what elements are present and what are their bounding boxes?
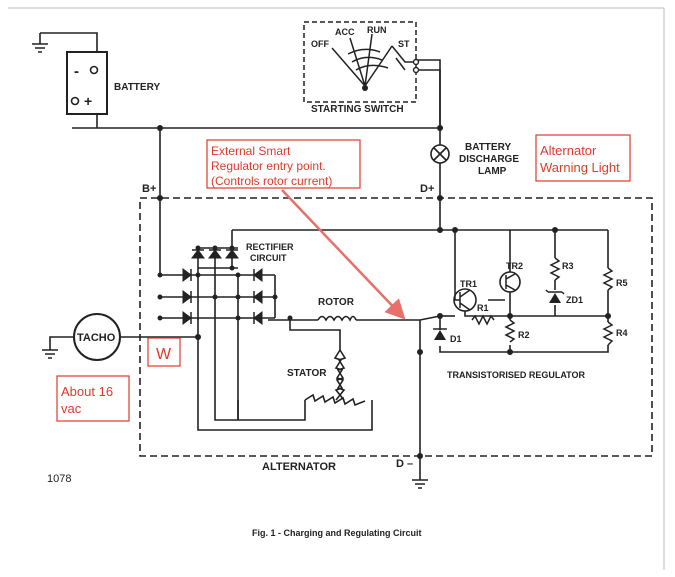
- d1-label: D1: [450, 334, 462, 344]
- regulator-components: [433, 257, 614, 346]
- tr2-label: TR2: [506, 261, 523, 271]
- switch-st: ST: [398, 39, 410, 49]
- rotor-label: ROTOR: [318, 297, 355, 308]
- w-terminal-label: W: [156, 346, 172, 363]
- warning-light-line-2: Warning Light: [540, 160, 620, 175]
- battery: [66, 51, 108, 115]
- switch-label: STARTING SWITCH: [311, 104, 404, 115]
- tacho-voltage-line-2: vac: [61, 401, 82, 416]
- regulator-label: TRANSISTORISED REGULATOR: [447, 370, 586, 380]
- rectifier-label-1: RECTIFIER: [246, 242, 294, 252]
- stator-label: STATOR: [287, 368, 327, 379]
- lamp-label-3: LAMP: [478, 166, 507, 177]
- switch-run: RUN: [367, 25, 387, 35]
- terminal-d-plus: D+: [420, 183, 434, 195]
- terminal-b-plus: B+: [142, 183, 156, 195]
- lamp-label-2: DISCHARGE: [459, 154, 519, 165]
- figure-number: 1078: [47, 473, 71, 485]
- tacho-label: TACHO: [77, 332, 116, 344]
- w-terminal-box: [147, 337, 181, 367]
- terminal-d-minus: D –: [396, 458, 413, 470]
- r2-label: R2: [518, 330, 530, 340]
- rectifier-label-2: CIRCUIT: [250, 253, 287, 263]
- ground-symbols: [32, 43, 428, 489]
- rotor-coil: [317, 315, 357, 322]
- warning-light-line-1: Alternator: [540, 143, 597, 158]
- alternator-enclosure: [139, 197, 653, 457]
- r3-label: R3: [562, 261, 574, 271]
- alternator-label: ALTERNATOR: [262, 461, 336, 473]
- smart-regulator-line-2: Regulator entry point.: [211, 159, 326, 173]
- r4-label: R4: [616, 328, 628, 338]
- tacho-voltage-line-1: About 16: [61, 384, 113, 399]
- rectifier-diodes: [182, 249, 263, 325]
- tr1-label: TR1: [460, 279, 477, 289]
- figure-caption: Fig. 1 - Charging and Regulating Circuit: [252, 528, 422, 538]
- battery-label: BATTERY: [114, 82, 160, 93]
- switch-acc: ACC: [335, 27, 355, 37]
- starting-switch: [303, 21, 420, 103]
- r5-label: R5: [616, 278, 628, 288]
- tacho-voltage-box: [56, 375, 130, 422]
- stator-winding: [304, 349, 366, 407]
- r1-label: R1: [477, 303, 489, 313]
- tacho-gauge: [73, 313, 121, 361]
- switch-off: OFF: [311, 39, 329, 49]
- battery-minus: -: [74, 63, 79, 80]
- zd1-label: ZD1: [566, 295, 583, 305]
- battery-plus: +: [84, 93, 92, 109]
- smart-regulator-box: [206, 139, 361, 189]
- smart-regulator-line-1: External Smart: [211, 144, 291, 158]
- lamp-label-1: BATTERY: [465, 142, 511, 153]
- smart-regulator-line-3: (Controls rotor current): [211, 174, 332, 188]
- discharge-lamp: [430, 144, 450, 164]
- smart-regulator-arrow: [281, 189, 406, 320]
- warning-light-box: [535, 134, 631, 182]
